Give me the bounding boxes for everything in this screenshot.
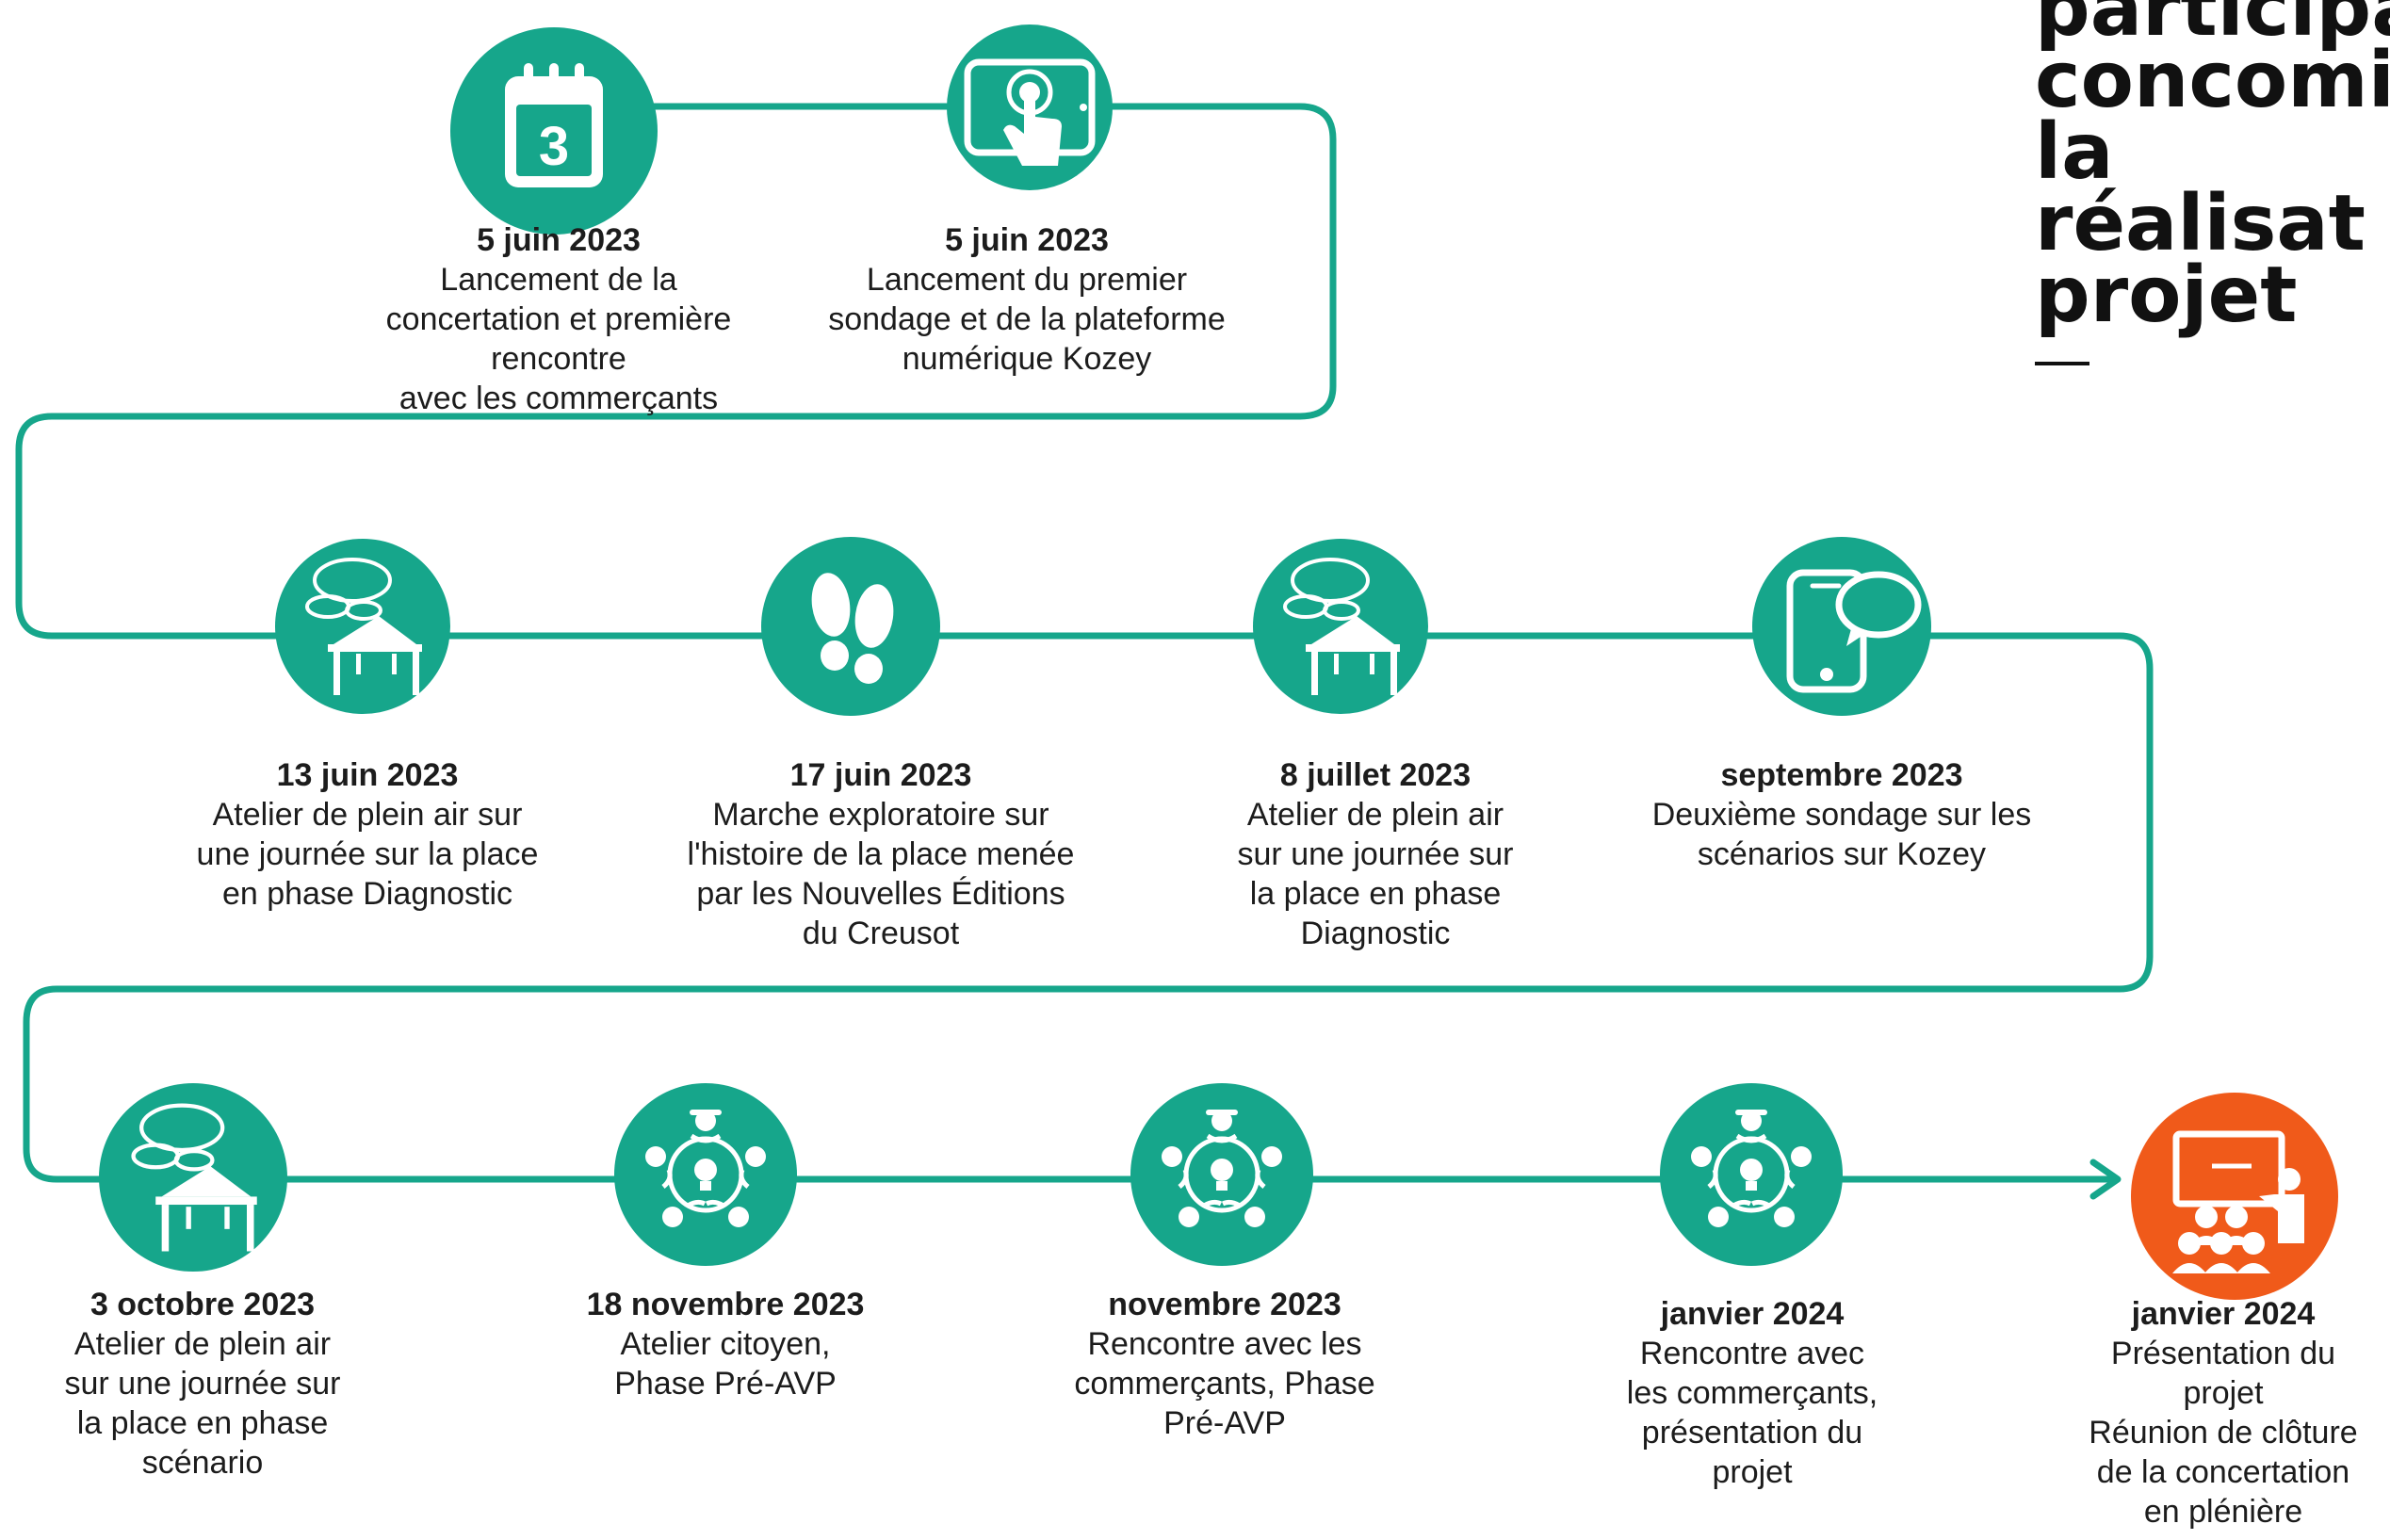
step-10-node xyxy=(1660,1083,1843,1266)
step-8-date: 18 novembre 2023 xyxy=(586,1287,865,1322)
step-7-date: 3 octobre 2023 xyxy=(89,1287,316,1322)
step-11-description: Présentation du projet Réunion de clôtur… xyxy=(2089,1336,2358,1530)
step-5-date: 8 juillet 2023 xyxy=(1279,757,1471,793)
calendar-icon: 3 xyxy=(505,63,603,187)
step-11-node xyxy=(2131,1093,2338,1300)
step-10-description: Rencontre avec les commerçants, présenta… xyxy=(1626,1336,1878,1490)
step-9-description: Rencontre avec les commerçants, Phase Pr… xyxy=(1074,1326,1375,1441)
step-11-date: janvier 2024 xyxy=(2131,1296,2316,1332)
step-2-label: 5 juin 2023 Lancement du premier sondage… xyxy=(820,220,1234,379)
step-2-date: 5 juin 2023 xyxy=(945,222,1109,258)
phone-chat-icon xyxy=(1786,569,1922,693)
step-3-date: 13 juin 2023 xyxy=(276,757,459,793)
footprints-icon xyxy=(811,573,894,684)
step-10-label: janvier 2024 Rencontre avec les commerça… xyxy=(1583,1294,1922,1492)
roundtable-icon xyxy=(1691,1110,1812,1227)
step-8-description: Atelier citoyen, Phase Pré-AVP xyxy=(614,1326,837,1402)
step-4-label: 17 juin 2023 Marche exploratoire sur l'h… xyxy=(659,755,1102,953)
tent-speech-icon xyxy=(131,1103,257,1252)
step-8-node xyxy=(614,1083,797,1266)
step-3-node xyxy=(275,539,450,714)
step-1-description: Lancement de la concertation et première… xyxy=(385,262,732,416)
step-7-label: 3 octobre 2023 Atelier de plein air sur … xyxy=(19,1285,386,1483)
step-4-node xyxy=(761,537,940,716)
step-7-node xyxy=(99,1083,287,1272)
step-8-label: 18 novembre 2023 Atelier citoyen, Phase … xyxy=(528,1285,923,1403)
step-9-label: novembre 2023 Rencontre avec les commerç… xyxy=(1036,1285,1413,1443)
step-6-description: Deuxième sondage sur les scénarios sur K… xyxy=(1651,797,2032,872)
step-6-label: septembre 2023 Deuxième sondage sur les … xyxy=(1625,755,2058,874)
step-9-node xyxy=(1130,1083,1313,1266)
step-9-date: novembre 2023 xyxy=(1108,1287,1341,1322)
step-10-date: janvier 2024 xyxy=(1660,1296,1845,1332)
roundtable-icon xyxy=(1162,1110,1282,1227)
step-5-node xyxy=(1253,539,1428,714)
step-4-date: 17 juin 2023 xyxy=(789,757,972,793)
title-underline xyxy=(2035,362,2089,365)
step-5-description: Atelier de plein air sur une journée sur… xyxy=(1237,797,1514,951)
step-3-label: 13 juin 2023 Atelier de plein air sur un… xyxy=(170,755,565,914)
step-6-node xyxy=(1752,537,1931,716)
step-7-description: Atelier de plein air sur une journée sur… xyxy=(64,1326,341,1481)
step-1-date: 5 juin 2023 xyxy=(477,222,641,258)
step-6-date: septembre 2023 xyxy=(1720,757,1963,793)
step-4-description: Marche exploratoire sur l'histoire de la… xyxy=(687,797,1075,951)
calendar-number: 3 xyxy=(539,116,569,177)
presentation-icon xyxy=(2172,1130,2304,1273)
step-11-label: janvier 2024 Présentation du projet Réun… xyxy=(2063,1294,2383,1532)
step-3-description: Atelier de plein air sur une journée sur… xyxy=(196,797,539,912)
tent-speech-icon xyxy=(305,558,422,695)
step-2-description: Lancement du premier sondage et de la pl… xyxy=(828,262,1226,377)
step-5-label: 8 juillet 2023 Atelier de plein air sur … xyxy=(1178,755,1573,953)
tent-speech-icon xyxy=(1283,558,1400,695)
step-1-label: 5 juin 2023 Lancement de la concertation… xyxy=(328,220,789,418)
page-title: participat concomit la réalisat projet xyxy=(2035,0,2390,340)
roundtable-icon xyxy=(645,1110,766,1227)
tablet-touch-icon xyxy=(964,58,1096,166)
step-1-node: 3 xyxy=(450,27,658,235)
step-2-node xyxy=(947,24,1113,190)
